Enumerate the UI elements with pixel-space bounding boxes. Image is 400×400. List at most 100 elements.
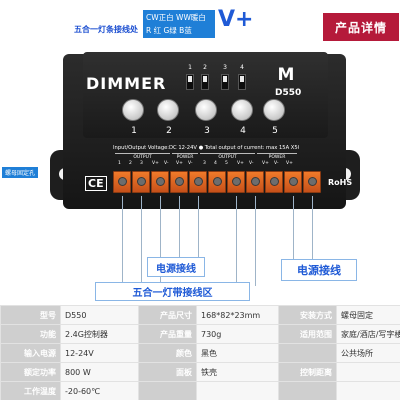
- switch-number: 1: [188, 64, 192, 71]
- pin-label: 4: [214, 161, 217, 166]
- spec-key: [278, 343, 337, 363]
- spec-value: 168*82*23mm: [196, 305, 279, 325]
- pin-label: V-: [274, 161, 279, 166]
- pin-label: V+: [262, 161, 269, 166]
- terminal-screw: [151, 171, 169, 193]
- spec-value: 12-24V: [60, 343, 139, 363]
- v-plus-label: V+: [218, 7, 254, 32]
- pin-label: 1: [118, 161, 121, 166]
- mounting-hole-label: 螺母固定孔: [2, 167, 39, 178]
- leader-line: [236, 196, 237, 286]
- ce-certification-icon: CE: [85, 176, 107, 191]
- spec-value: 公共场所: [336, 343, 400, 363]
- spec-value: [336, 381, 400, 400]
- leader-line: [255, 196, 256, 286]
- pin-label: 5: [225, 161, 228, 166]
- leader-line: [198, 196, 199, 266]
- dimmer-knob-4[interactable]: [231, 99, 253, 121]
- leader-line: [312, 196, 313, 266]
- product-hero: 五合一灯条接线处 CW正白 WW暖白 R 红 G绿 B蓝 V+ 产品详情 螺母固…: [2, 7, 399, 301]
- spec-value: [336, 362, 400, 382]
- knob-number: 3: [204, 126, 210, 136]
- spec-key: 安装方式: [278, 305, 337, 325]
- dip-switch-3[interactable]: [221, 74, 229, 90]
- leader-line: [141, 196, 142, 286]
- leader-line: [122, 196, 123, 286]
- knob-number: 1: [131, 126, 137, 136]
- switch-number: 3: [223, 64, 227, 71]
- power-header-right: POWER: [257, 153, 297, 160]
- power-wiring-label-right: 电源接线: [281, 259, 357, 281]
- spec-value: 铁壳: [196, 362, 279, 382]
- terminal-screw: [132, 171, 150, 193]
- pin-label: 3: [140, 161, 143, 166]
- spec-value: 2.4G控制器: [60, 324, 139, 344]
- spec-key: 型号: [0, 305, 61, 325]
- pin-label: V+: [152, 161, 159, 166]
- pin-label: V-: [164, 161, 169, 166]
- spec-key: 产品尺寸: [138, 305, 197, 325]
- leader-line: [293, 196, 294, 266]
- knob-number: 4: [240, 126, 246, 136]
- leader-line: [160, 196, 161, 286]
- pin-label: V-: [249, 161, 254, 166]
- terminal-screw: [113, 171, 131, 193]
- pin-label: V-: [188, 161, 193, 166]
- spec-value: 730g: [196, 324, 279, 344]
- leader-line: [179, 196, 180, 266]
- strip-wiring-area-label: 五合一灯带接线区: [95, 282, 250, 301]
- product-details-badge[interactable]: 产品详情: [323, 13, 399, 41]
- pin-label: V+: [237, 161, 244, 166]
- spec-key: 功能: [0, 324, 61, 344]
- device-title: DIMMER: [86, 74, 167, 93]
- device-top-panel: [83, 52, 328, 138]
- output-header-left: OUTPUT: [115, 153, 170, 160]
- dip-switch-4[interactable]: [238, 74, 246, 90]
- dimmer-knob-3[interactable]: [195, 99, 217, 121]
- knob-number: 2: [166, 126, 172, 136]
- dip-switch-2[interactable]: [201, 74, 209, 90]
- pin-label: V+: [286, 161, 293, 166]
- terminal-screw: [227, 171, 245, 193]
- output-header-right: OUTPUT: [200, 153, 255, 160]
- spec-key: 控制距离: [278, 362, 337, 382]
- wiring-point-label: 五合一灯条接线处: [74, 25, 138, 34]
- color-legend: CW正白 WW暖白 R 红 G绿 B蓝: [143, 10, 215, 38]
- dimmer-knob-1[interactable]: [122, 99, 144, 121]
- terminal-screw: [170, 171, 188, 193]
- spec-key: 工作温度: [0, 381, 61, 400]
- spec-value: [196, 381, 279, 400]
- spec-key: 颜色: [138, 343, 197, 363]
- terminal-screw: [189, 171, 207, 193]
- terminal-screw: [284, 171, 302, 193]
- spec-value: 800 W: [60, 362, 139, 382]
- dimmer-knob-5[interactable]: [263, 99, 285, 121]
- color-legend-line-2: R 红 G绿 B蓝: [146, 26, 192, 35]
- spec-value: 螺母固定: [336, 305, 400, 325]
- power-wiring-label-left: 电源接线: [147, 257, 205, 277]
- spec-key: [138, 381, 197, 400]
- spec-key: 面板: [138, 362, 197, 382]
- spec-key: 额定功率: [0, 362, 61, 382]
- voltage-spec-strip: Input/Output Voltage:DC 12-24V ● Total o…: [113, 145, 299, 151]
- knob-number: 5: [272, 126, 278, 136]
- dip-switch-1[interactable]: [186, 74, 194, 90]
- pin-label: 2: [129, 161, 132, 166]
- spec-key: [278, 381, 337, 400]
- dimmer-knob-2[interactable]: [157, 99, 179, 121]
- switch-number: 4: [240, 64, 244, 71]
- power-header-left: POWER: [172, 153, 198, 160]
- spec-key: 适用范围: [278, 324, 337, 344]
- spec-value: 黑色: [196, 343, 279, 363]
- switch-number: 2: [203, 64, 207, 71]
- rohs-certification-icon: RoHS: [328, 178, 353, 187]
- pin-label: 3: [203, 161, 206, 166]
- brand-logo-icon: M: [277, 65, 295, 85]
- terminal-screw: [246, 171, 264, 193]
- terminal-screw: [265, 171, 283, 193]
